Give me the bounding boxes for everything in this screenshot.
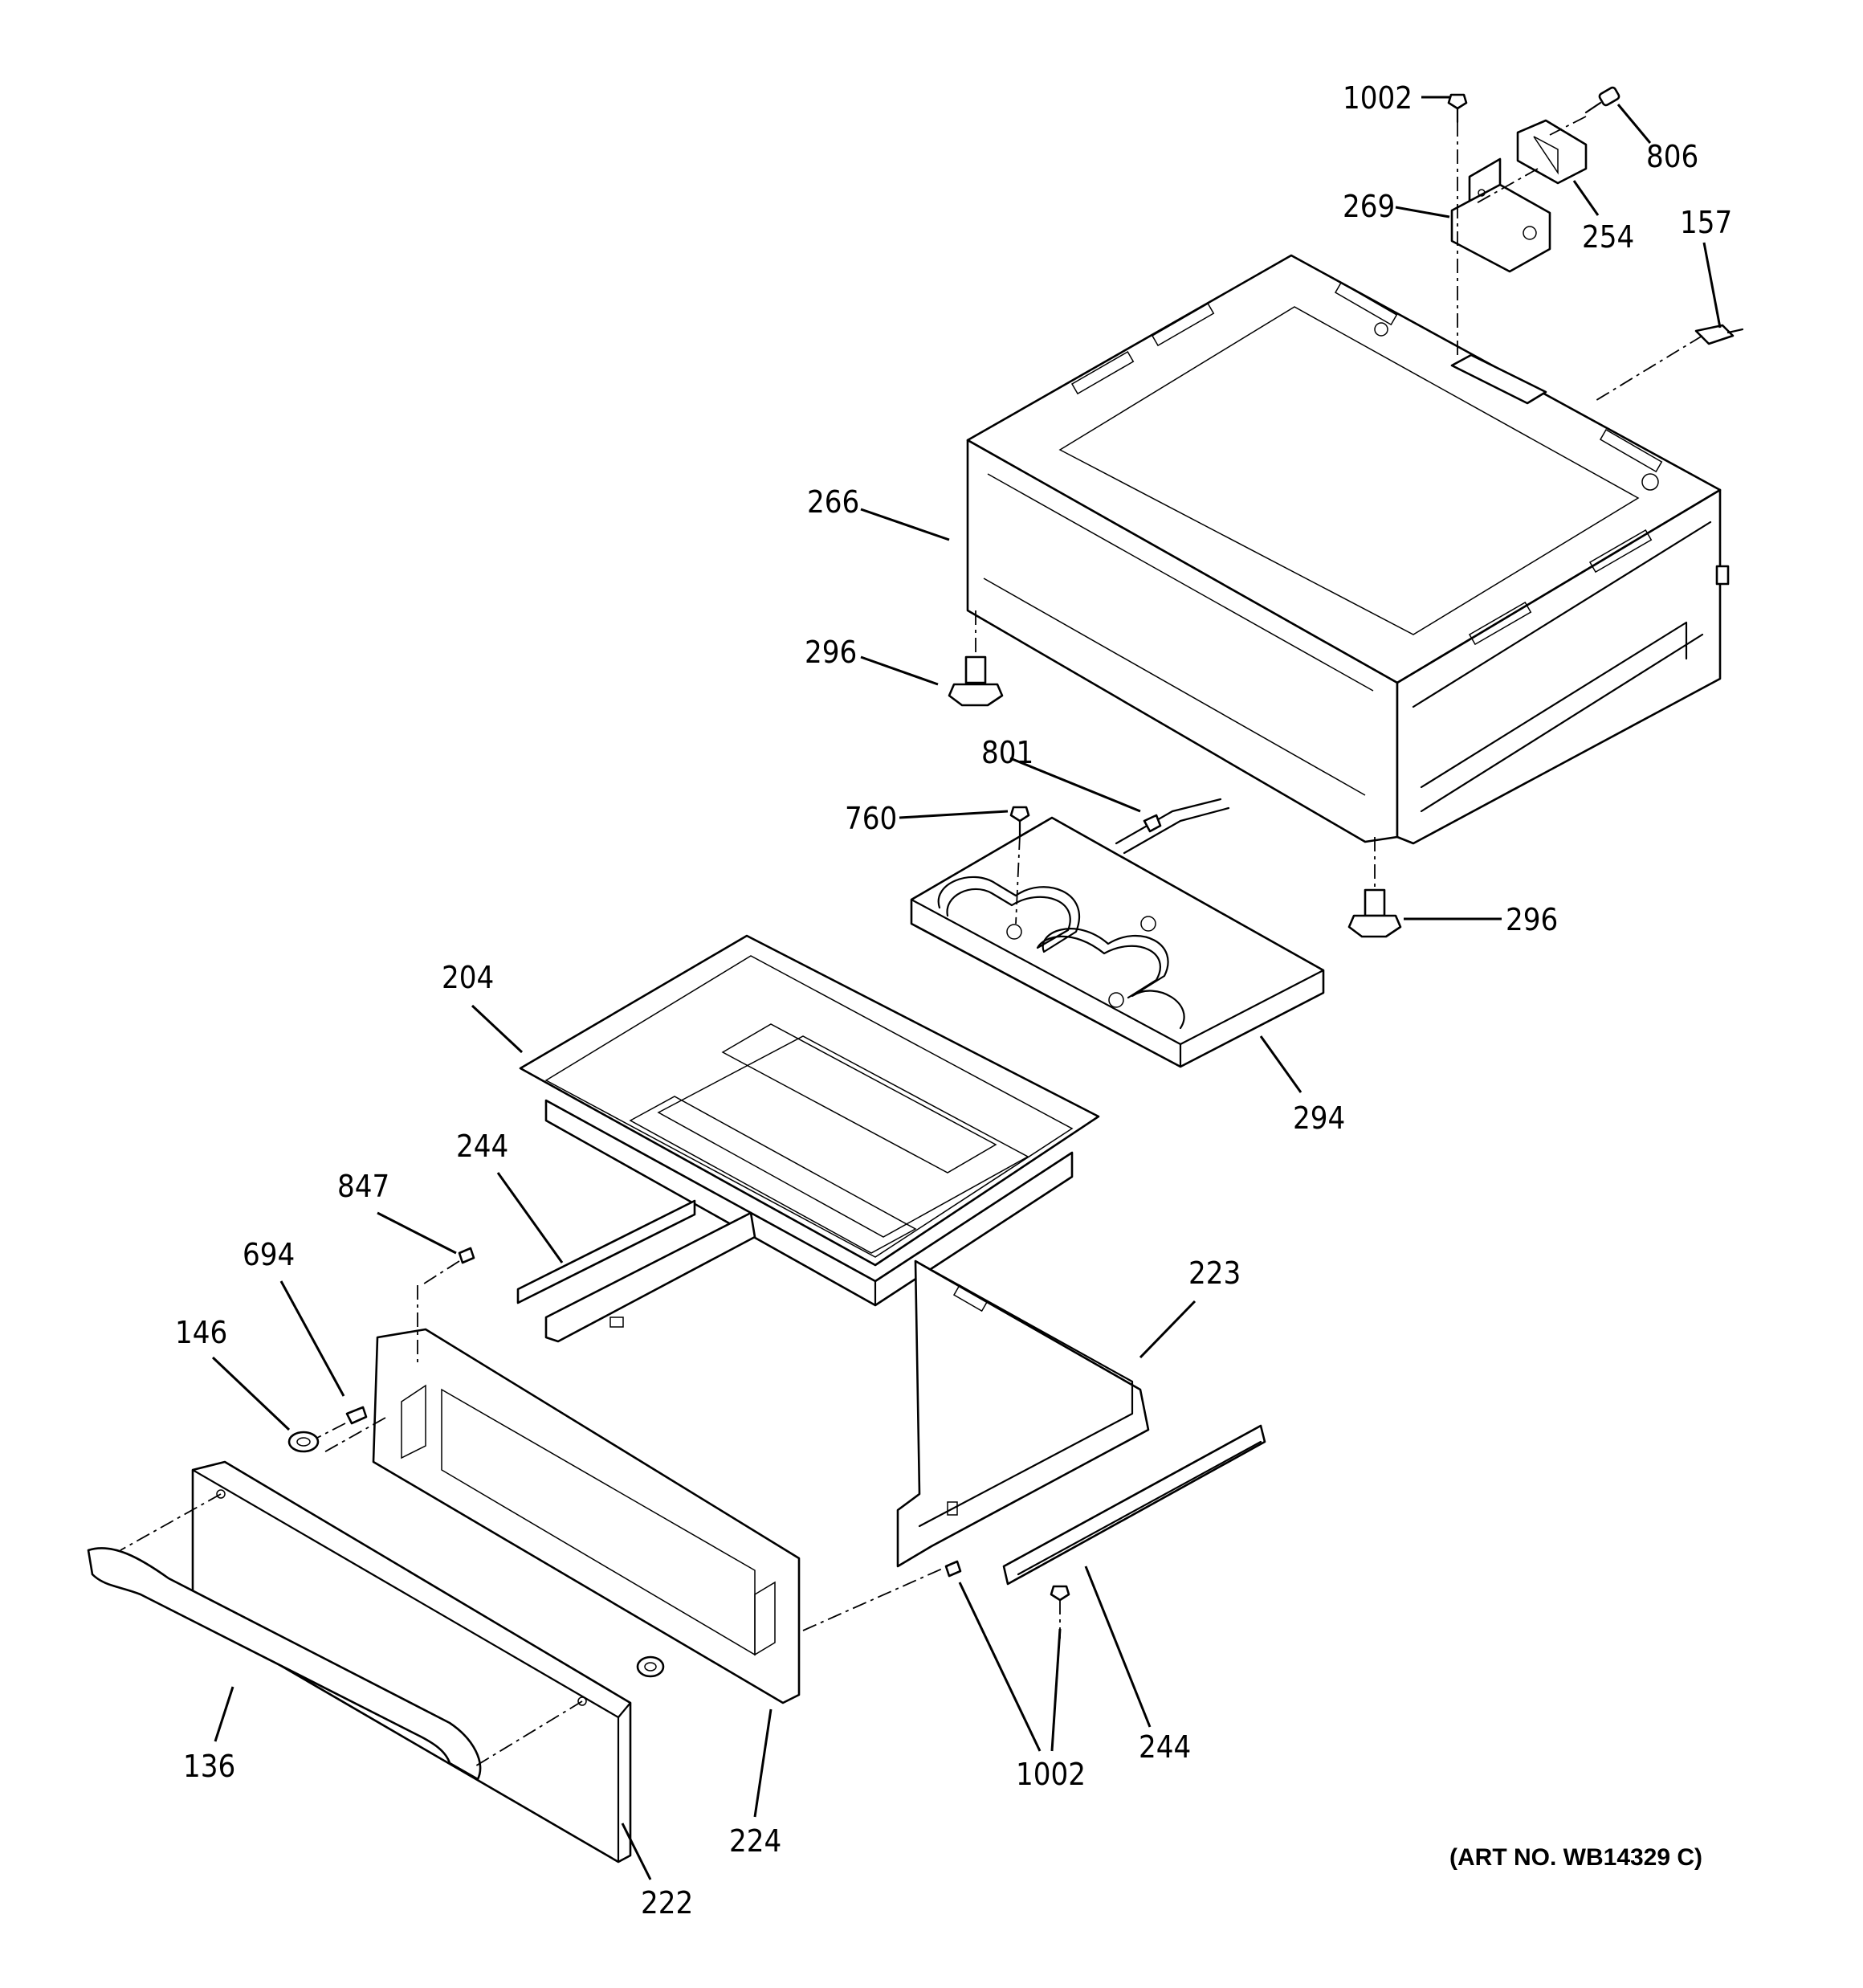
label-847: 847 [337,1169,389,1204]
part-146-spacer [287,1431,320,1453]
label-294: 294 [1293,1100,1345,1136]
label-806: 806 [1646,139,1698,174]
part-847-screw [458,1247,475,1264]
label-136: 136 [183,1749,235,1784]
part-244-slide-right [1002,1424,1266,1586]
part-801-screw [1143,814,1162,833]
part-269-bracket [1450,157,1551,273]
part-254-terminal-block [1516,119,1588,185]
part-266-oven-body [966,254,1730,845]
label-157: 157 [1680,205,1732,240]
label-244-left: 244 [456,1129,508,1164]
part-labels: 1002 806 269 254 157 266 296 296 801 760… [175,80,1732,1921]
part-223-frame [896,1259,1150,1568]
part-694-screw [345,1406,368,1425]
label-244-right: 244 [1139,1729,1191,1765]
label-296-right: 296 [1506,902,1558,937]
label-223: 223 [1188,1255,1241,1291]
label-801: 801 [981,735,1033,770]
part-296-leg-left [948,655,1004,707]
part-224-inner-front [372,1328,801,1704]
label-1002-top: 1002 [1343,80,1413,116]
label-146: 146 [175,1315,227,1350]
part-296-leg-right [1347,888,1402,938]
label-760: 760 [845,801,897,836]
label-269: 269 [1343,189,1395,224]
part-1002-slide-screw-a [944,1560,962,1578]
label-296-left: 296 [805,635,857,670]
part-1002-top-screw [1447,93,1468,124]
part-244-slide-left [516,1199,756,1343]
part-1002-slide-screw-b [1050,1585,1070,1602]
label-1002-bottom: 1002 [1016,1757,1086,1792]
part-157-sensor [1694,324,1744,345]
part-204-pan [519,934,1100,1307]
part-760-screw [1009,806,1030,837]
label-222: 222 [641,1885,693,1921]
part-294-heating-element [910,798,1325,1068]
label-224: 224 [729,1823,781,1859]
label-266: 266 [807,484,859,520]
label-204: 204 [442,960,494,995]
part-806-screw [1584,86,1620,114]
part-136-handle [87,1547,482,1781]
label-694: 694 [243,1237,295,1272]
label-254: 254 [1582,219,1634,255]
part-146-spacer-right [636,1655,665,1678]
assembly-lines [120,116,1703,1768]
art-number: (ART NO. WB14329 C) [1449,1844,1702,1871]
leader-lines [211,96,1722,1880]
